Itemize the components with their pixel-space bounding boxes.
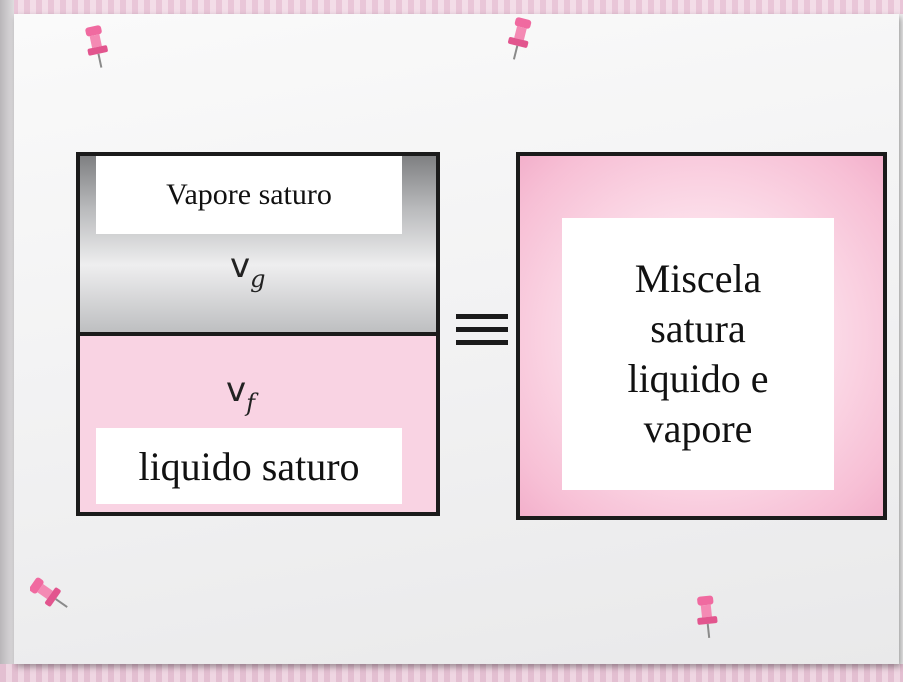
pushpin-icon	[85, 25, 108, 68]
equivalence-bar	[456, 340, 508, 345]
mixture-label: Miscela satura liquido e vapore	[562, 218, 834, 490]
equivalence-bar	[456, 327, 508, 332]
mixture-label-line: vapore	[643, 406, 753, 451]
equivalence-sign	[456, 314, 508, 348]
mixture-label-line: Miscela	[634, 256, 762, 301]
pushpin-icon	[30, 577, 68, 608]
pushpin-icon	[697, 595, 718, 638]
vapor-specific-volume-symbol: vg	[230, 246, 266, 293]
vapor-label: Vapore saturo	[96, 156, 402, 234]
two-phase-container: Vapore saturo vg vf liquido saturo	[76, 152, 440, 516]
liquid-specific-volume-symbol: vf	[226, 370, 256, 417]
liquid-region: vf liquido saturo	[80, 336, 436, 512]
mixture-label-line: satura	[650, 306, 746, 351]
mixture-container: Miscela satura liquido e vapore	[516, 152, 887, 520]
mixture-label-line: liquido e	[627, 356, 769, 401]
board-frame-top	[0, 0, 903, 14]
board-frame-left	[0, 0, 14, 682]
liquid-label: liquido saturo	[96, 428, 402, 504]
vapor-region: Vapore saturo vg	[80, 156, 436, 336]
pushpin-icon	[508, 17, 532, 60]
equivalence-bar	[456, 314, 508, 319]
board-frame-bottom	[0, 664, 903, 682]
